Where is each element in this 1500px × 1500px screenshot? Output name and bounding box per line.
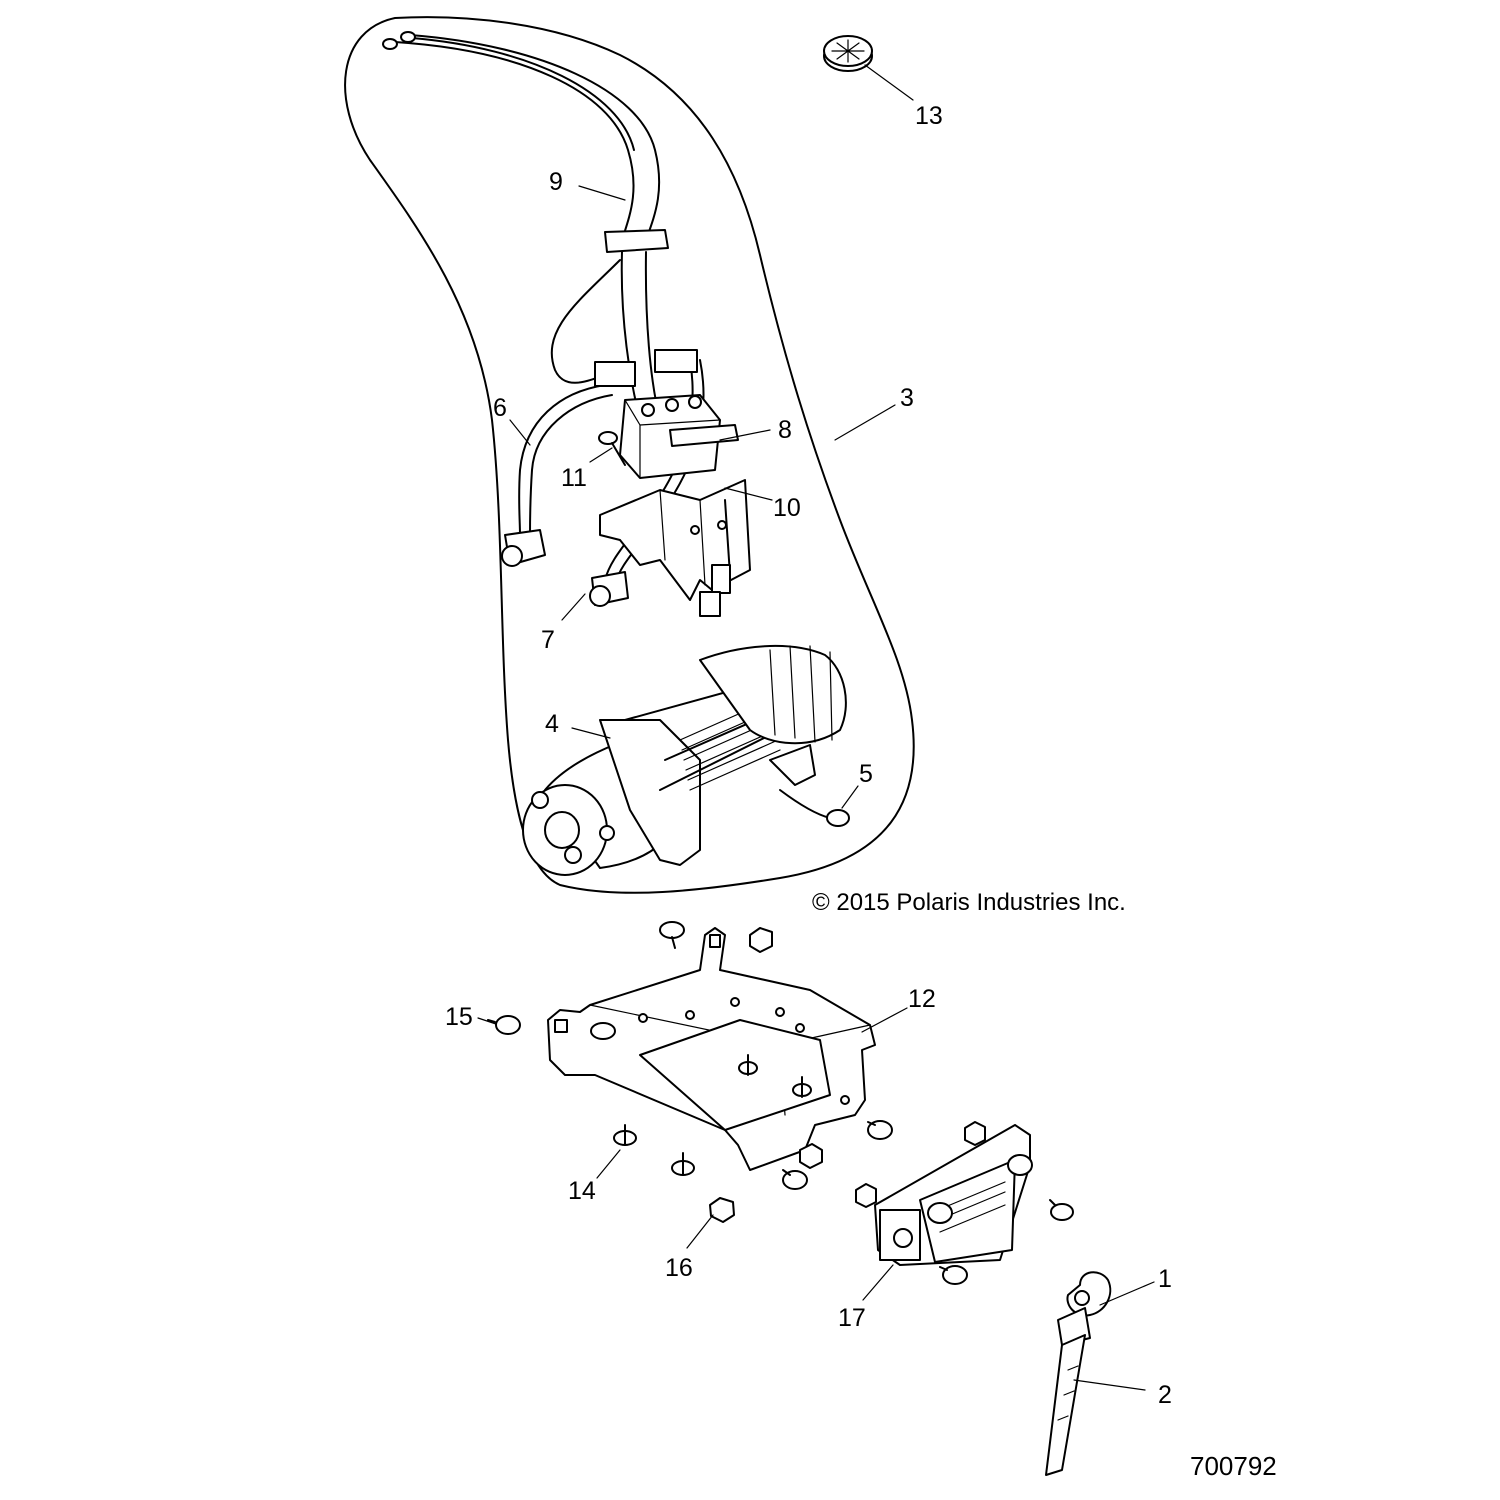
callout-9: 9 bbox=[549, 168, 563, 196]
copyright-notice: © 2015 Polaris Industries Inc. bbox=[812, 889, 1126, 916]
leader-16 bbox=[686, 1214, 714, 1249]
leader-8 bbox=[719, 429, 771, 441]
callout-1: 1 bbox=[1158, 1265, 1172, 1293]
bolt-14 bbox=[613, 1124, 695, 1176]
callout-7: 7 bbox=[541, 626, 555, 654]
screw-11 bbox=[598, 431, 626, 466]
winch-4 bbox=[522, 644, 850, 876]
callout-6: 6 bbox=[493, 394, 507, 422]
callout-16: 16 bbox=[665, 1254, 693, 1282]
bolt-top-left bbox=[659, 921, 685, 949]
hook-1 bbox=[1057, 1271, 1112, 1346]
leader-12 bbox=[861, 1007, 908, 1033]
nut-16 bbox=[709, 1197, 735, 1223]
leader-10 bbox=[724, 487, 773, 501]
nut-top-right bbox=[749, 927, 773, 953]
cable-6 bbox=[501, 259, 621, 567]
callout-3: 3 bbox=[900, 384, 914, 412]
callout-10: 10 bbox=[773, 494, 801, 522]
leader-2 bbox=[1073, 1379, 1146, 1391]
leader-9 bbox=[578, 185, 626, 201]
leader-7 bbox=[561, 593, 586, 621]
leader-14 bbox=[596, 1149, 621, 1179]
leader-5 bbox=[841, 785, 859, 809]
winch-kit-boundary bbox=[344, 16, 915, 894]
solenoid-8 bbox=[594, 349, 739, 479]
mounting-plate-12 bbox=[547, 921, 876, 1171]
fairlead-fasteners bbox=[782, 1120, 1074, 1285]
callout-5: 5 bbox=[859, 760, 873, 788]
leader-lines bbox=[477, 64, 1155, 1391]
screw-15 bbox=[487, 1015, 521, 1035]
callout-17: 17 bbox=[838, 1304, 866, 1332]
bracket-10 bbox=[599, 479, 751, 617]
callout-13: 13 bbox=[915, 102, 943, 130]
grommet-13 bbox=[823, 35, 873, 72]
leader-13 bbox=[864, 64, 914, 101]
callout-14: 14 bbox=[568, 1177, 596, 1205]
fairlead-17 bbox=[874, 1124, 1033, 1266]
callout-11: 11 bbox=[561, 464, 587, 492]
callout-15: 15 bbox=[445, 1003, 473, 1031]
callout-12: 12 bbox=[908, 985, 936, 1013]
leader-4 bbox=[571, 727, 611, 739]
leader-6 bbox=[509, 419, 531, 446]
leader-3 bbox=[834, 404, 896, 441]
strap-2 bbox=[1045, 1334, 1086, 1476]
drawing-number: 700792 bbox=[1190, 1451, 1277, 1481]
leader-17 bbox=[862, 1264, 894, 1301]
leader-1 bbox=[1099, 1281, 1155, 1306]
callout-8: 8 bbox=[778, 416, 792, 444]
leader-11 bbox=[589, 447, 613, 463]
callout-4: 4 bbox=[545, 710, 559, 738]
callout-2: 2 bbox=[1158, 1381, 1172, 1409]
leader-15 bbox=[477, 1017, 497, 1025]
